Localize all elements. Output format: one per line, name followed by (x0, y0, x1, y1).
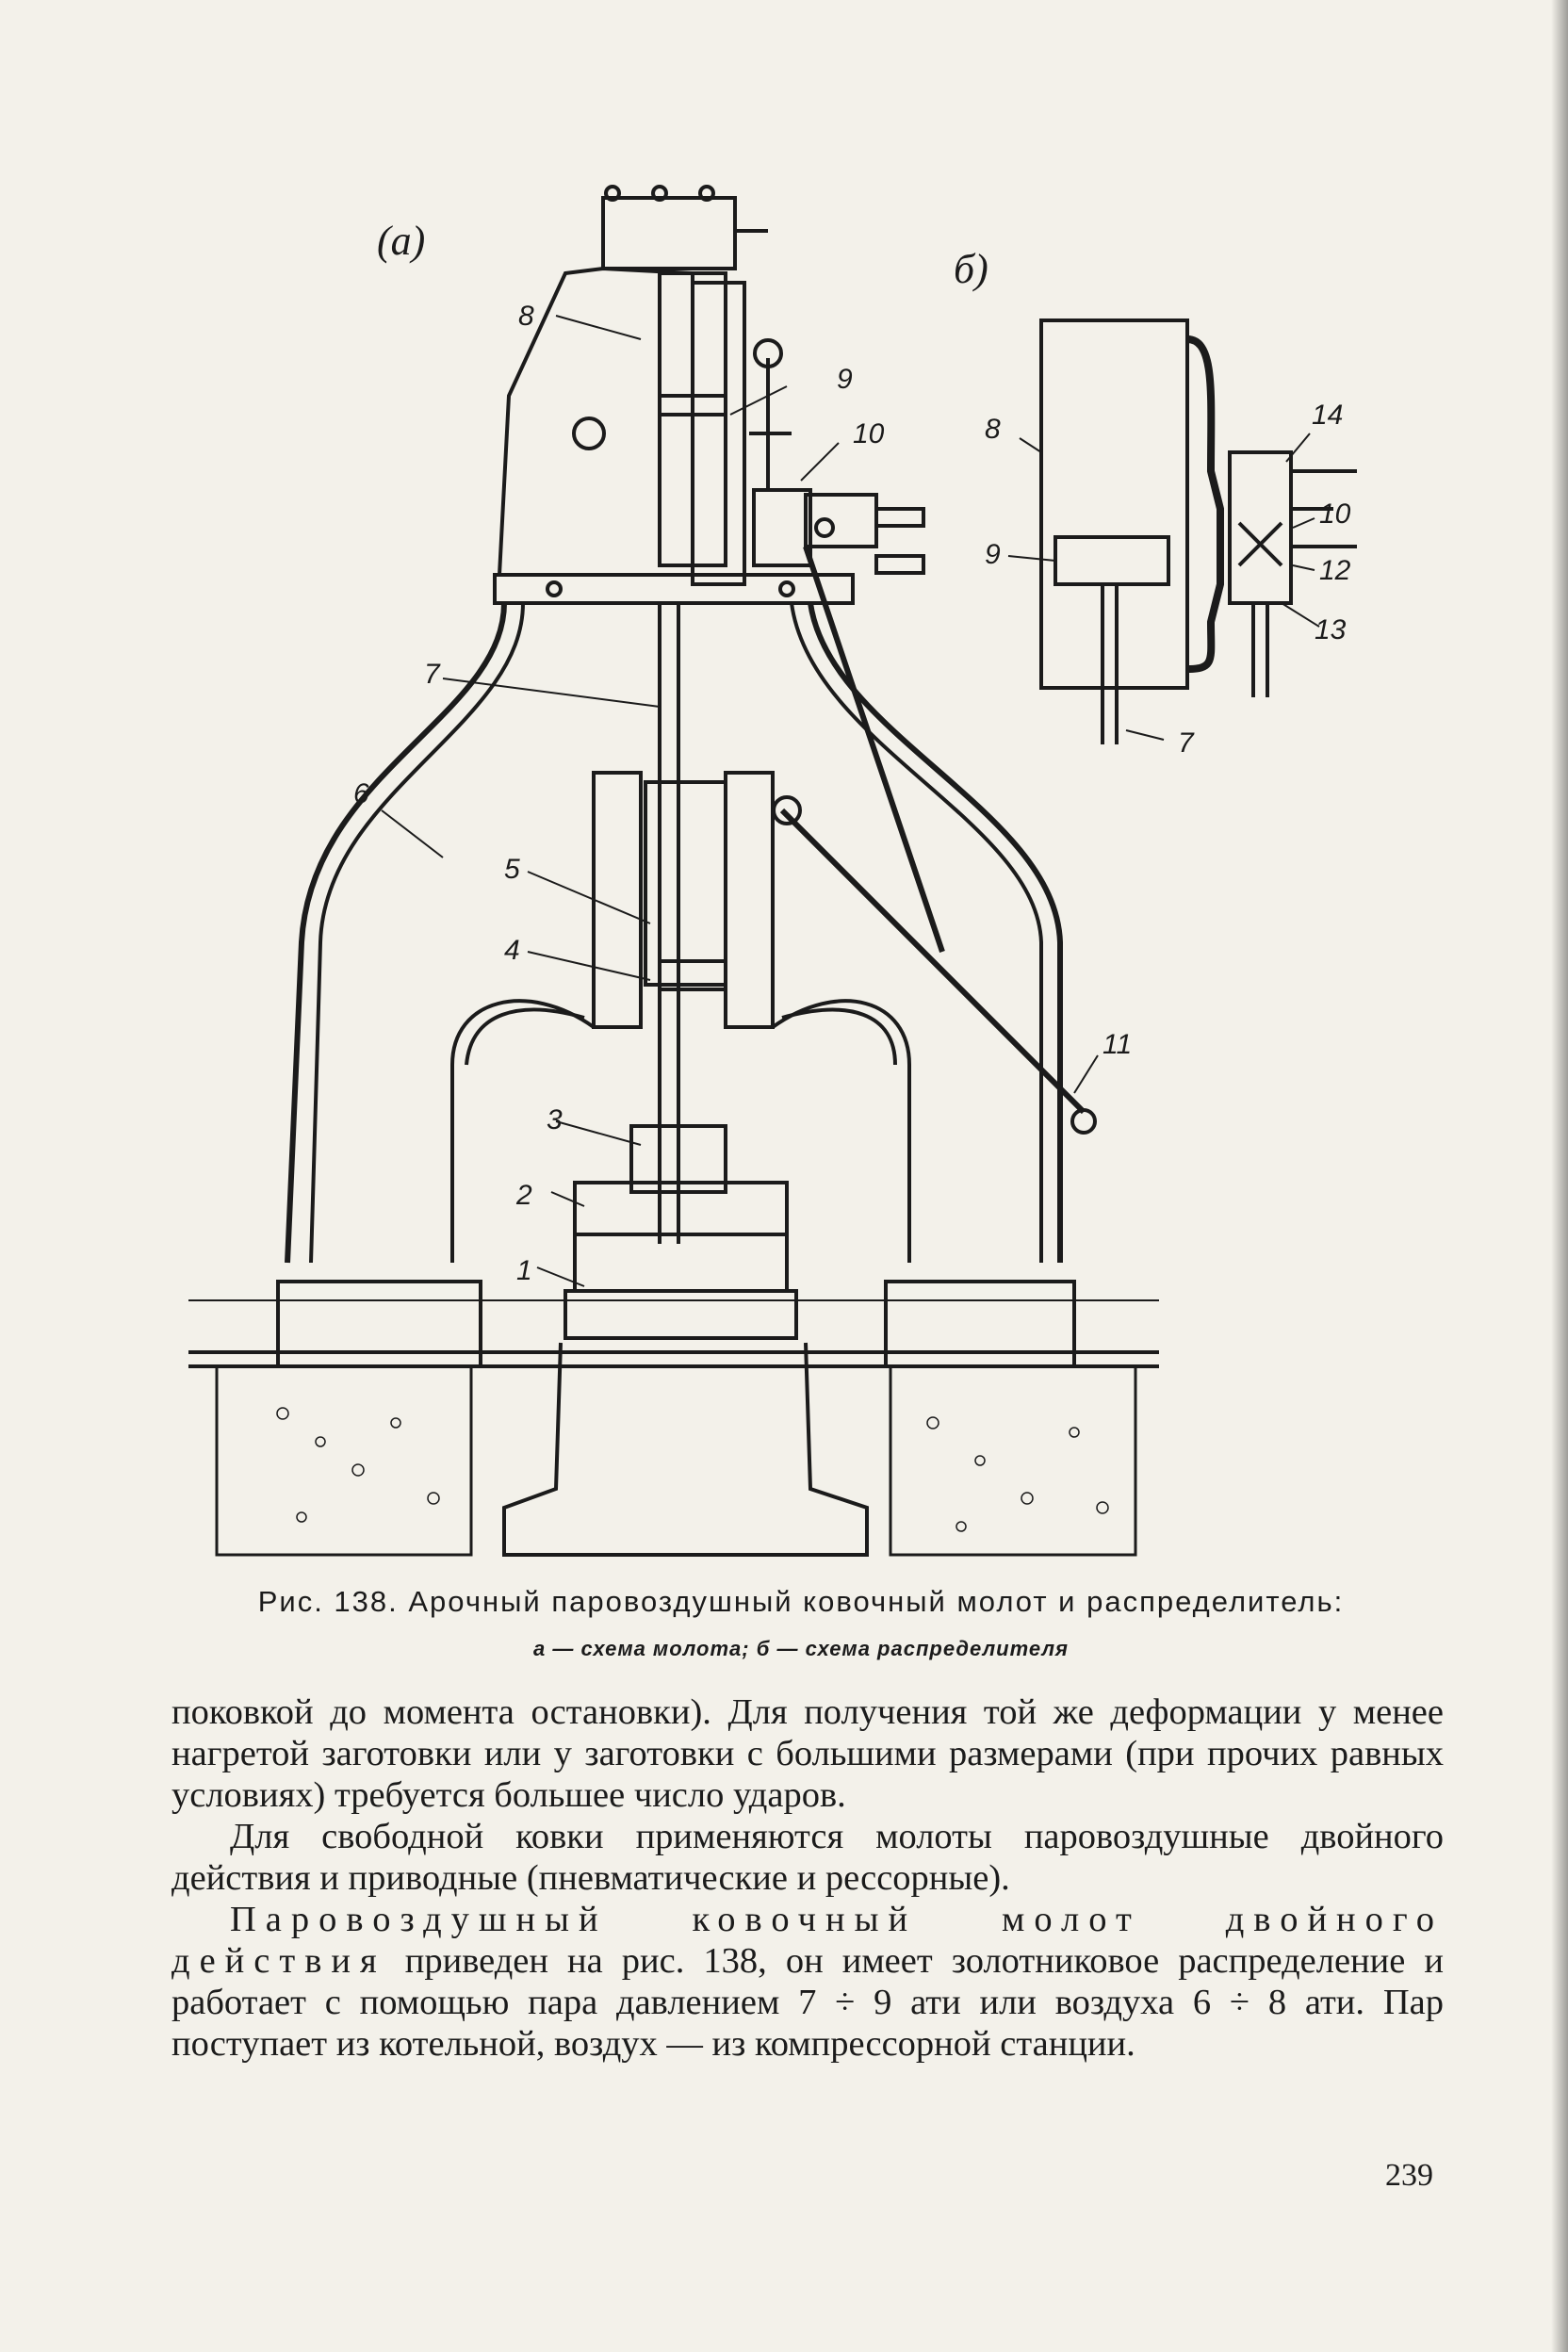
figure-caption-legend: а — схема молота; б — схема распределите… (532, 1637, 1069, 1660)
callout-b-13: 13 (1315, 614, 1347, 645)
callout-a-10: 10 (853, 418, 885, 449)
panel-a-label: (а) (377, 218, 425, 264)
paragraph-3: Паровоздушный ковочный молот двойного де… (172, 1899, 1444, 2065)
callout-b-14: 14 (1312, 400, 1343, 431)
steam-hammer-figure: (а) б) 1 2 3 4 5 6 7 8 9 10 11 7 8 9 10 … (188, 185, 1357, 1557)
page-edge-shadow (1551, 0, 1568, 2352)
panel-b-label: б) (954, 246, 988, 292)
page-number: 239 (1385, 2158, 1433, 2193)
callout-b-12: 12 (1319, 555, 1351, 586)
paragraph-1: поковкой до момента остановки). Для полу… (172, 1692, 1444, 1815)
callout-b-7: 7 (1178, 727, 1195, 759)
paragraph-3-emphasis: Паровоздушный ковочный молот двойного де… (172, 1900, 1444, 1981)
body-text: поковкой до момента остановки). Для полу… (172, 1691, 1444, 2065)
callout-b-10: 10 (1319, 498, 1351, 530)
callout-a-2: 2 (515, 1180, 532, 1211)
callout-a-4: 4 (504, 935, 520, 966)
callout-a-3: 3 (547, 1104, 563, 1135)
foundation-texture (276, 1407, 1109, 1532)
callout-a-11: 11 (1102, 1029, 1132, 1060)
leader-lines-a (381, 315, 1099, 1287)
leader-lines-b (1007, 433, 1320, 741)
callout-b-8: 8 (985, 414, 1001, 445)
callout-a-6: 6 (353, 778, 369, 809)
callout-a-9: 9 (837, 364, 853, 395)
paragraph-3-text: приведен на рис. 138, он имеет золотнико… (172, 1941, 1444, 2064)
paragraph-2: Для свободной ковки применяются молоты п… (172, 1817, 1444, 1898)
callout-a-7: 7 (424, 659, 441, 690)
hammer-diagram (188, 185, 1159, 1557)
distributor-diagram (1039, 318, 1357, 744)
callout-b-9: 9 (985, 539, 1001, 570)
figure-caption: Рис. 138. Арочный паровоздушный ковочный… (257, 1585, 1345, 1618)
callout-a-5: 5 (504, 854, 520, 885)
callout-a-1: 1 (516, 1255, 532, 1286)
callout-a-8: 8 (518, 301, 534, 332)
